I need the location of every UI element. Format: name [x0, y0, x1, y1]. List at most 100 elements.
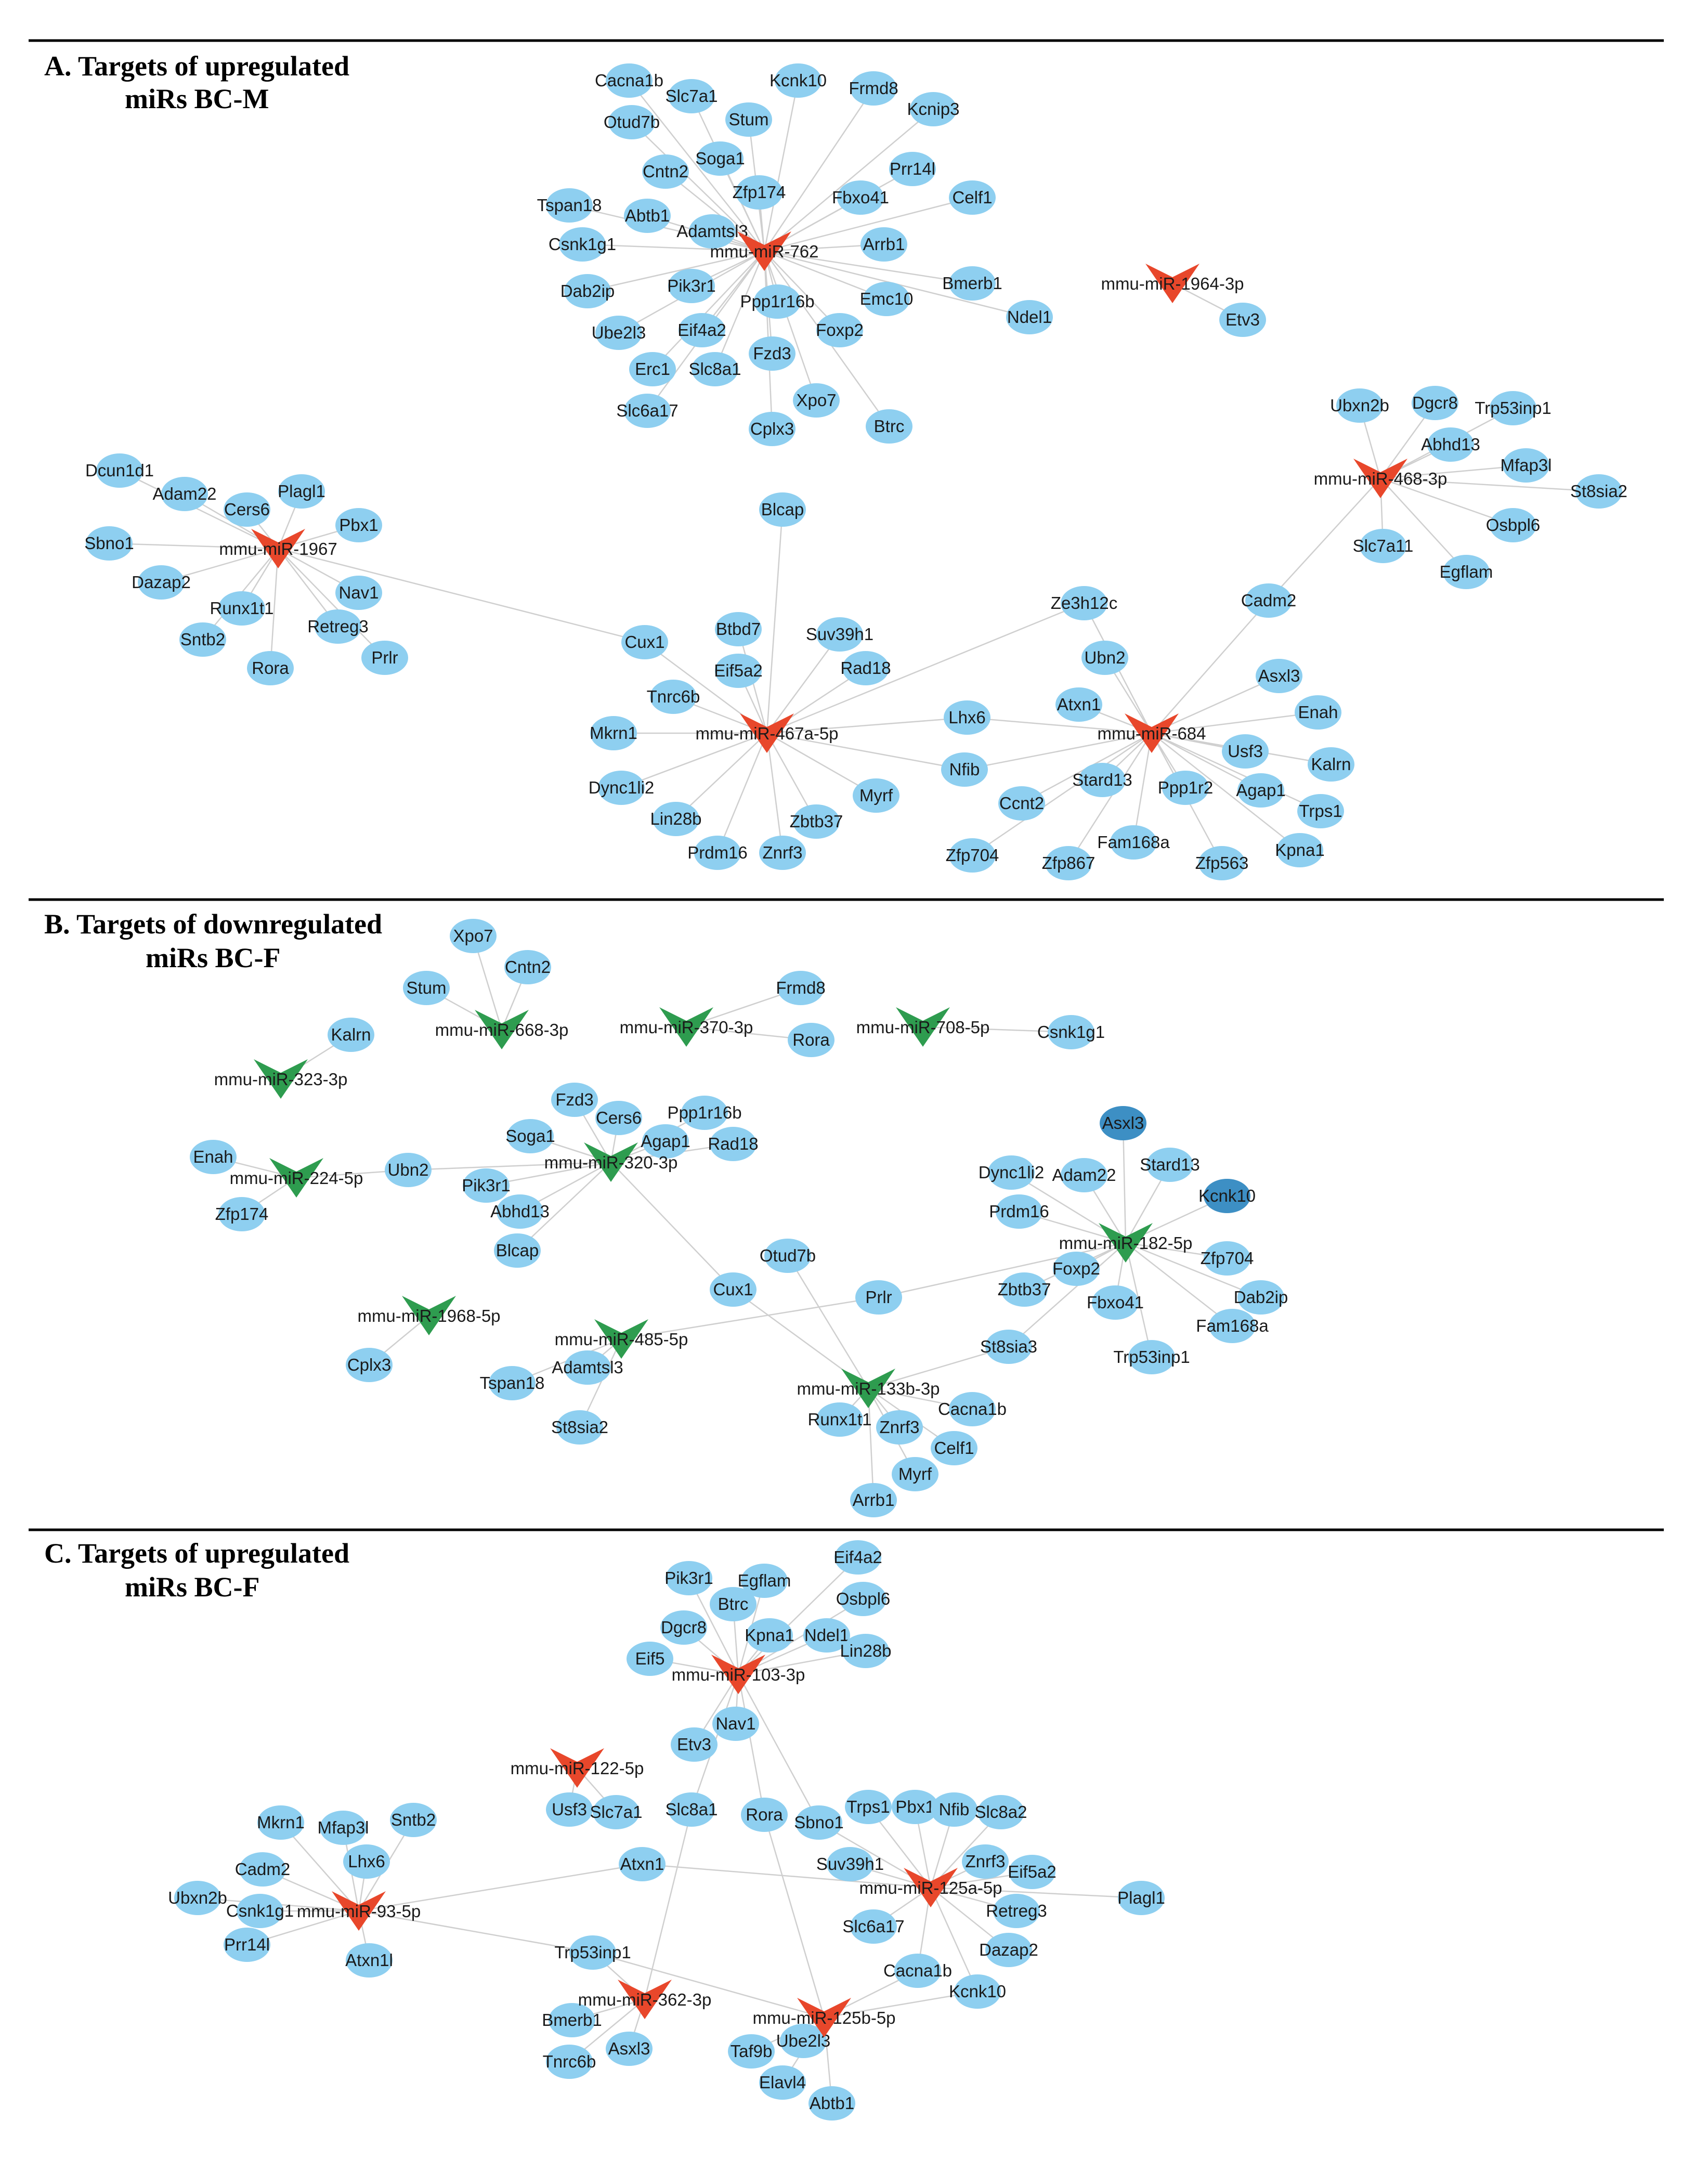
- gene-node-a-dazap2[interactable]: Dazap2: [132, 565, 191, 600]
- gene-node-a-osbpl6[interactable]: Osbpl6: [1486, 508, 1541, 542]
- gene-node-a-celf1[interactable]: Celf1: [949, 180, 996, 215]
- mir-node-a-mmu-mir-467a-5p[interactable]: mmu-miR-467a-5p: [695, 713, 839, 753]
- gene-node-a-kpna1[interactable]: Kpna1: [1275, 833, 1325, 867]
- gene-node-c-kcnk10[interactable]: Kcnk10: [949, 1974, 1006, 2009]
- gene-node-a-kcnip3[interactable]: Kcnip3: [907, 92, 960, 126]
- gene-node-c-kpna1[interactable]: Kpna1: [745, 1618, 794, 1653]
- gene-node-b-blcap[interactable]: Blcap: [494, 1233, 541, 1268]
- gene-node-c-trp53inp1[interactable]: Trp53inp1: [554, 1935, 631, 1970]
- gene-node-b-frmd8[interactable]: Frmd8: [776, 971, 826, 1005]
- gene-node-a-bmerb1[interactable]: Bmerb1: [942, 266, 1002, 301]
- gene-node-b-soga1[interactable]: Soga1: [505, 1119, 555, 1153]
- gene-node-b-cacna1b[interactable]: Cacna1b: [938, 1392, 1007, 1426]
- gene-node-c-plagl1[interactable]: Plagl1: [1117, 1881, 1165, 1915]
- gene-node-c-cacna1b[interactable]: Cacna1b: [883, 1954, 952, 1988]
- gene-node-b-trp53inp1[interactable]: Trp53inp1: [1113, 1340, 1190, 1374]
- gene-node-b-kalrn[interactable]: Kalrn: [328, 1018, 374, 1052]
- gene-node-a-cux1[interactable]: Cux1: [621, 625, 668, 659]
- gene-node-a-cers6[interactable]: Cers6: [224, 492, 270, 527]
- mir-node-b-mmu-mir-323-3p[interactable]: mmu-miR-323-3p: [214, 1059, 348, 1099]
- mir-node-a-mmu-mir-1964-3p[interactable]: mmu-miR-1964-3p: [1101, 264, 1244, 303]
- gene-node-c-dazap2[interactable]: Dazap2: [979, 1933, 1038, 1967]
- gene-node-b-csnk1g1[interactable]: Csnk1g1: [1037, 1015, 1105, 1049]
- mir-node-a-mmu-mir-762[interactable]: mmu-miR-762: [710, 231, 819, 271]
- gene-node-b-kcnk10[interactable]: Kcnk10: [1198, 1179, 1256, 1213]
- gene-node-a-eif4a2[interactable]: Eif4a2: [677, 313, 726, 347]
- gene-node-a-btrc[interactable]: Btrc: [866, 409, 912, 444]
- gene-node-c-znrf3[interactable]: Znrf3: [962, 1844, 1009, 1879]
- gene-node-b-stard13[interactable]: Stard13: [1140, 1148, 1200, 1182]
- gene-node-a-prdm16[interactable]: Prdm16: [687, 836, 748, 870]
- gene-node-b-zbtb37[interactable]: Zbtb37: [998, 1272, 1051, 1307]
- gene-node-b-dync1li2[interactable]: Dync1li2: [979, 1155, 1045, 1190]
- gene-node-b-agap1[interactable]: Agap1: [641, 1124, 690, 1159]
- gene-node-a-prr14l[interactable]: Prr14l: [889, 152, 936, 186]
- gene-node-a-cadm2[interactable]: Cadm2: [1241, 583, 1296, 618]
- gene-node-c-abtb1[interactable]: Abtb1: [809, 2086, 855, 2121]
- gene-node-a-zfp867[interactable]: Zfp867: [1042, 846, 1096, 880]
- gene-node-c-etv3[interactable]: Etv3: [671, 1727, 718, 1762]
- gene-node-a-kalrn[interactable]: Kalrn: [1308, 747, 1354, 782]
- mir-node-c-mmu-mir-125b-5p[interactable]: mmu-miR-125b-5p: [752, 1998, 896, 2037]
- gene-node-c-slc8a2[interactable]: Slc8a2: [975, 1795, 1027, 1829]
- gene-node-a-cntn2[interactable]: Cntn2: [642, 154, 689, 189]
- gene-node-a-sntb2[interactable]: Sntb2: [179, 622, 226, 657]
- gene-node-a-rad18[interactable]: Rad18: [840, 651, 891, 685]
- gene-node-c-nav1[interactable]: Nav1: [712, 1707, 759, 1741]
- gene-node-c-prr14l[interactable]: Prr14l: [224, 1928, 270, 1962]
- gene-node-b-ppp1r16b[interactable]: Ppp1r16b: [667, 1096, 742, 1130]
- gene-node-c-asxl3[interactable]: Asxl3: [606, 2032, 653, 2066]
- gene-node-a-adamtsl3[interactable]: Adamtsl3: [676, 214, 748, 249]
- gene-node-a-eif5a2[interactable]: Eif5a2: [714, 654, 763, 688]
- mir-node-b-mmu-mir-485-5p[interactable]: mmu-miR-485-5p: [555, 1319, 688, 1359]
- gene-node-b-cux1[interactable]: Cux1: [710, 1272, 757, 1307]
- gene-node-a-mfap3l[interactable]: Mfap3l: [1500, 448, 1552, 483]
- gene-node-a-zbtb37[interactable]: Zbtb37: [790, 804, 843, 839]
- gene-node-a-trps1[interactable]: Trps1: [1297, 794, 1344, 828]
- gene-node-a-abtb1[interactable]: Abtb1: [624, 199, 671, 233]
- gene-node-a-ze3h12c[interactable]: Ze3h12c: [1051, 586, 1117, 620]
- gene-node-a-slc8a1[interactable]: Slc8a1: [689, 352, 741, 386]
- gene-node-a-ubn2[interactable]: Ubn2: [1081, 641, 1128, 675]
- gene-node-a-myrf[interactable]: Myrf: [853, 778, 899, 813]
- gene-node-c-cadm2[interactable]: Cadm2: [235, 1852, 290, 1887]
- gene-node-a-adam22[interactable]: Adam22: [153, 477, 217, 511]
- gene-node-c-osbpl6[interactable]: Osbpl6: [836, 1582, 891, 1616]
- gene-node-a-nfib[interactable]: Nfib: [941, 752, 988, 787]
- gene-node-a-dgcr8[interactable]: Dgcr8: [1412, 386, 1458, 420]
- gene-node-b-otud7b[interactable]: Otud7b: [760, 1239, 816, 1273]
- gene-node-a-btbd7[interactable]: Btbd7: [715, 612, 762, 646]
- gene-node-b-zfp174[interactable]: Zfp174: [215, 1197, 269, 1231]
- mir-node-b-mmu-mir-133b-3p[interactable]: mmu-miR-133b-3p: [797, 1369, 940, 1408]
- gene-node-a-erc1[interactable]: Erc1: [629, 352, 676, 386]
- mir-node-b-mmu-mir-224-5p[interactable]: mmu-miR-224-5p: [230, 1158, 363, 1198]
- gene-node-a-etv3[interactable]: Etv3: [1219, 303, 1266, 337]
- gene-node-a-egflam[interactable]: Egflam: [1440, 555, 1493, 589]
- mir-node-b-mmu-mir-182-5p[interactable]: mmu-miR-182-5p: [1059, 1223, 1193, 1263]
- gene-node-c-ubxn2b[interactable]: Ubxn2b: [168, 1881, 227, 1915]
- gene-node-c-sntb2[interactable]: Sntb2: [390, 1803, 437, 1837]
- gene-node-c-dgcr8[interactable]: Dgcr8: [660, 1610, 707, 1645]
- mir-node-c-mmu-mir-103-3p[interactable]: mmu-miR-103-3p: [672, 1655, 805, 1694]
- gene-node-b-rad18[interactable]: Rad18: [708, 1127, 759, 1161]
- gene-node-b-zfp704[interactable]: Zfp704: [1201, 1241, 1254, 1276]
- gene-node-a-suv39h1[interactable]: Suv39h1: [806, 617, 873, 652]
- gene-node-a-dcun1d1[interactable]: Dcun1d1: [85, 453, 154, 488]
- gene-node-c-pik3r1[interactable]: Pik3r1: [664, 1561, 713, 1595]
- gene-node-c-eif4a2[interactable]: Eif4a2: [833, 1540, 882, 1575]
- mir-node-c-mmu-mir-125a-5p[interactable]: mmu-miR-125a-5p: [859, 1868, 1002, 1907]
- mir-node-b-mmu-mir-708-5p[interactable]: mmu-miR-708-5p: [856, 1007, 990, 1047]
- gene-node-a-dync1li2[interactable]: Dync1li2: [589, 771, 655, 805]
- gene-node-b-abhd13[interactable]: Abhd13: [490, 1194, 550, 1229]
- gene-node-a-trp53inp1[interactable]: Trp53inp1: [1475, 391, 1551, 425]
- gene-node-a-zfp563[interactable]: Zfp563: [1195, 846, 1249, 880]
- gene-node-a-ndel1[interactable]: Ndel1: [1006, 300, 1053, 334]
- gene-node-b-pik3r1[interactable]: Pik3r1: [462, 1168, 511, 1203]
- mir-node-a-mmu-mir-1967[interactable]: mmu-miR-1967: [219, 529, 337, 568]
- gene-node-a-runx1t1[interactable]: Runx1t1: [210, 591, 274, 626]
- gene-node-a-enah[interactable]: Enah: [1295, 695, 1341, 730]
- gene-node-c-pbx1[interactable]: Pbx1: [892, 1790, 938, 1824]
- mir-node-a-mmu-mir-684[interactable]: mmu-miR-684: [1097, 713, 1206, 753]
- mir-node-c-mmu-mir-93-5p[interactable]: mmu-miR-93-5p: [297, 1891, 421, 1931]
- gene-node-c-atxn1[interactable]: Atxn1: [619, 1847, 666, 1881]
